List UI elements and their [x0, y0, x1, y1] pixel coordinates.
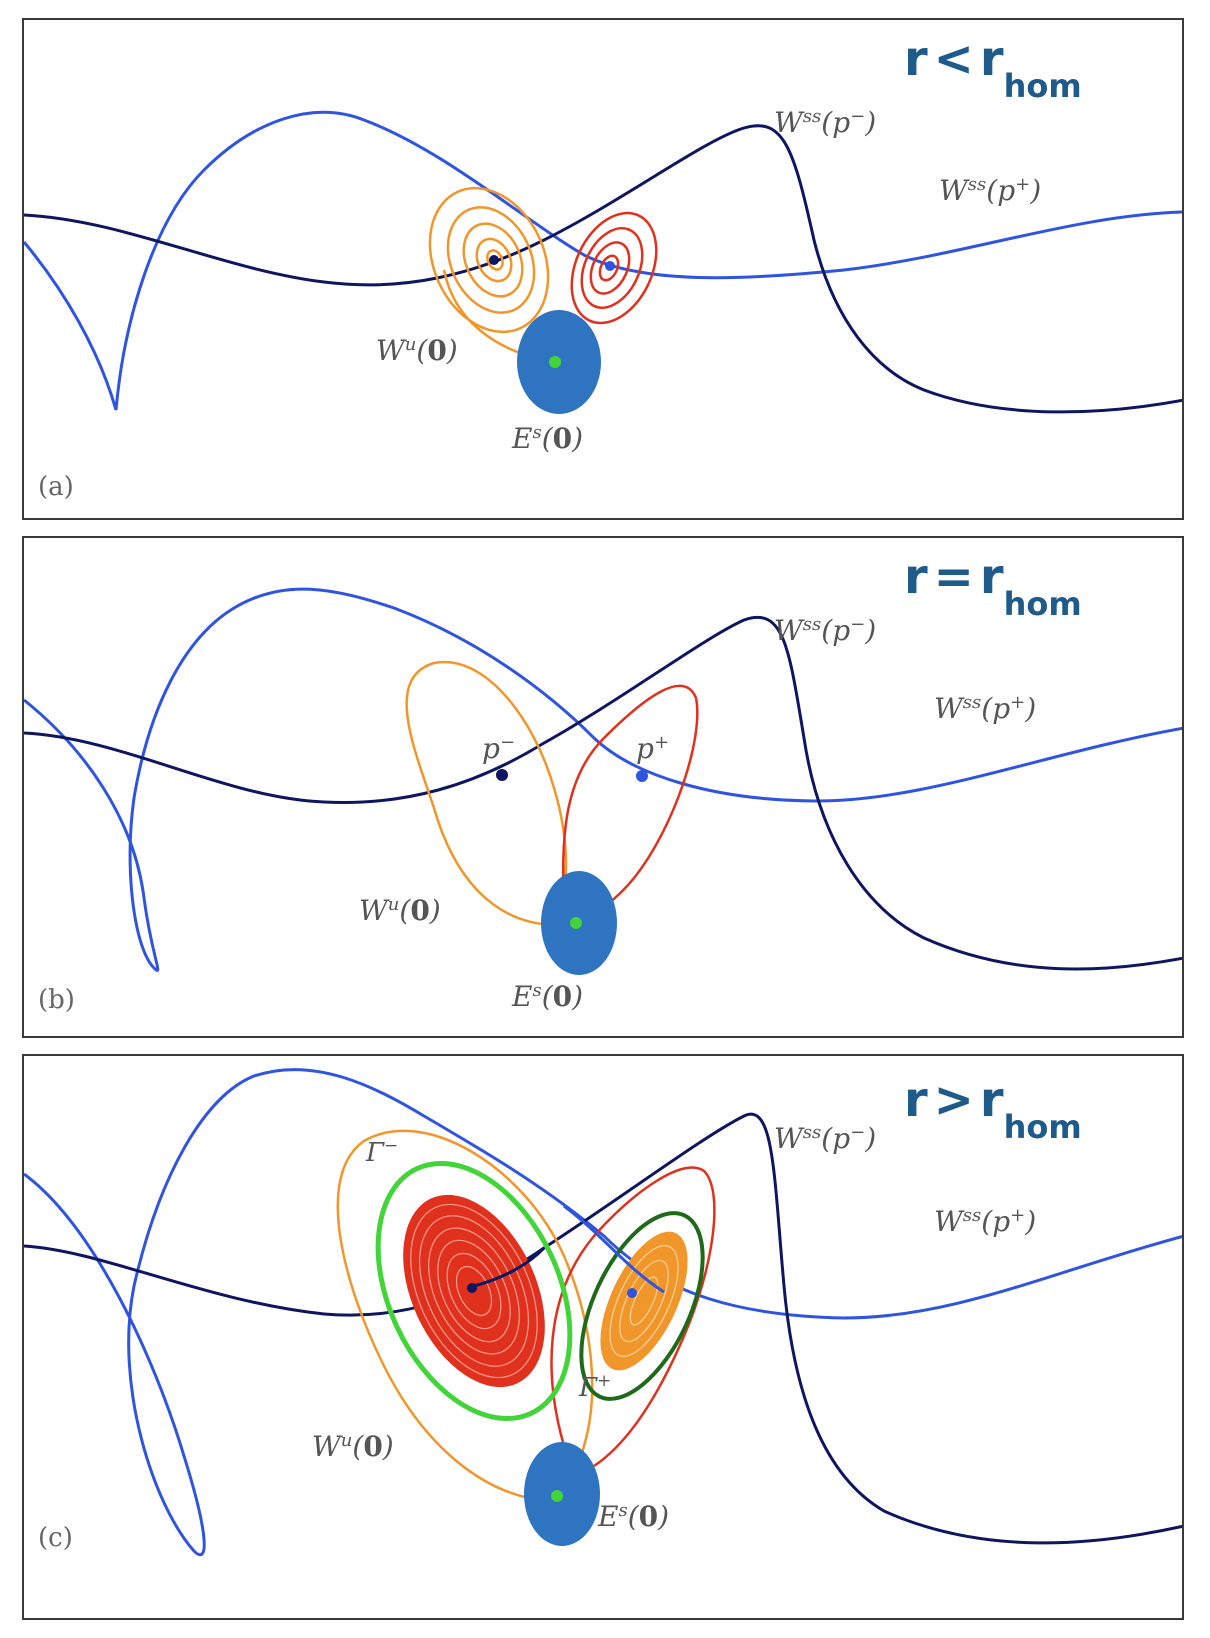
- p-plus-point: [605, 261, 615, 271]
- panel-tag: (c): [38, 1523, 73, 1553]
- wss-plus-inner-segment: [563, 1204, 665, 1294]
- gamma-minus-cycle: [375, 1160, 573, 1422]
- origin-point: [551, 1490, 563, 1502]
- red-outer-loop: [550, 1166, 716, 1468]
- panel-tag: (b): [38, 985, 75, 1015]
- label-wss-plus: Wss(p+): [934, 692, 1036, 725]
- panel-b-figure: Wss(p−) Wss(p+) p− p+ Wu(0) Es(0) (b) r=…: [24, 549, 1182, 1015]
- label-wu: Wu(0): [312, 1430, 394, 1463]
- label-wss-minus: Wss(p−): [774, 106, 876, 139]
- label-wss-minus: Wss(p−): [774, 1122, 876, 1155]
- label-gamma-minus: Γ−: [365, 1136, 398, 1168]
- label-es: Es(0): [511, 422, 583, 455]
- wss-minus-inner-segment: [473, 1246, 546, 1288]
- label-wu: Wu(0): [359, 894, 441, 927]
- p-plus-point: [627, 1288, 637, 1298]
- wss-minus-curve: [24, 1112, 1182, 1545]
- orange-spiral: [600, 1231, 688, 1371]
- label-es: Es(0): [597, 1500, 669, 1533]
- p-minus-point: [489, 255, 499, 265]
- label-wu: Wu(0): [376, 334, 458, 367]
- wss-plus-curve: [24, 1068, 1182, 1557]
- red-spiral: [570, 211, 658, 325]
- orange-spiral: [428, 186, 552, 364]
- red-loop: [561, 684, 699, 926]
- panel-a: Wss(p−) Wss(p+) Wu(0) Es(0) (a) r<rhom: [22, 18, 1184, 520]
- origin-point: [570, 917, 582, 929]
- wss-minus-curve: [24, 615, 1182, 971]
- label-wss-plus: Wss(p+): [939, 174, 1041, 207]
- panel-c: Wss(p−) Wss(p+) Γ− Γ+ Wu(0) Es(0) (c) r>…: [22, 1054, 1184, 1620]
- label-p-plus: p+: [636, 732, 669, 765]
- handwritten-note: r<rhom: [904, 31, 1082, 105]
- p-minus-point: [496, 769, 508, 781]
- label-p-minus: p−: [482, 732, 515, 765]
- p-plus-point: [636, 770, 648, 782]
- origin-point: [549, 356, 561, 368]
- label-gamma-plus: Γ+: [578, 1371, 611, 1403]
- panel-b: Wss(p−) Wss(p+) p− p+ Wu(0) Es(0) (b) r=…: [22, 536, 1184, 1038]
- label-wss-plus: Wss(p+): [934, 1205, 1036, 1238]
- gamma-plus-cycle: [579, 1211, 705, 1401]
- label-wss-minus: Wss(p−): [774, 614, 876, 647]
- panel-c-figure: Wss(p−) Wss(p+) Γ− Γ+ Wu(0) Es(0) (c) r>…: [24, 1068, 1182, 1557]
- wss-plus-curve: [24, 110, 1182, 411]
- panel-tag: (a): [38, 472, 74, 502]
- p-minus-point: [467, 1283, 477, 1293]
- wss-plus-curve: [24, 587, 1182, 972]
- orange-outer-loop: [336, 1129, 594, 1503]
- handwritten-note: r=rhom: [904, 549, 1082, 623]
- orange-loop: [405, 660, 568, 927]
- wss-minus-curve: [24, 124, 1182, 414]
- label-es: Es(0): [511, 980, 583, 1013]
- panel-a-figure: Wss(p−) Wss(p+) Wu(0) Es(0) (a) r<rhom: [24, 31, 1182, 502]
- handwritten-note: r>rhom: [904, 1072, 1082, 1146]
